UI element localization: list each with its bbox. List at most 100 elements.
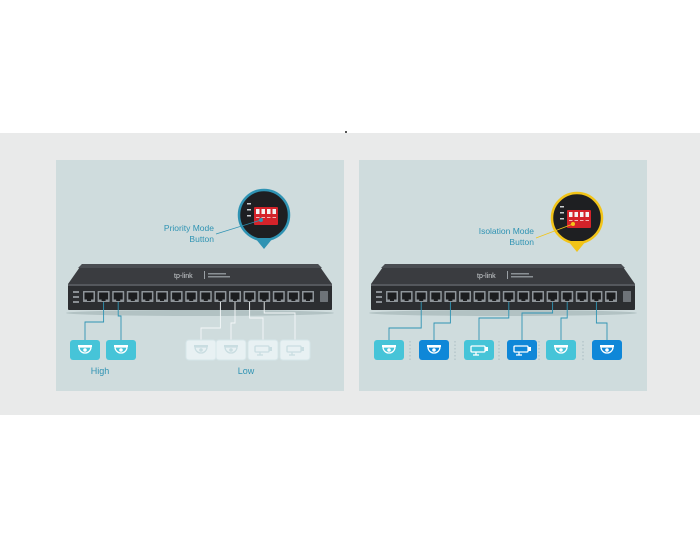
callout-leader-dot	[259, 218, 263, 222]
status-led	[73, 291, 79, 293]
dome-shell	[194, 346, 208, 354]
dip-number-mark	[585, 220, 589, 221]
center-dot	[345, 131, 347, 133]
priority-mode-diagram: tp-link	[66, 188, 334, 361]
port-latch	[276, 299, 281, 301]
port-socket	[533, 292, 543, 300]
port-latch	[306, 299, 310, 301]
port-socket	[288, 292, 298, 300]
port-latch	[404, 299, 409, 301]
dome-shell	[382, 346, 396, 354]
switch-top	[371, 264, 635, 284]
dip-number-mark	[580, 220, 584, 221]
ethernet-cable	[478, 302, 510, 340]
dome-base	[427, 345, 441, 347]
dome-camera-icon	[224, 345, 238, 354]
dome-lens	[432, 348, 436, 352]
ethernet-cable	[595, 302, 608, 340]
port-socket	[489, 292, 499, 300]
camera-device	[185, 339, 217, 361]
sfp-slot	[623, 291, 631, 302]
bullet-lens	[301, 347, 304, 351]
port-latch	[262, 299, 267, 301]
callout-leader-dot	[571, 222, 575, 226]
port-socket	[431, 292, 441, 300]
dome-lens	[199, 348, 203, 352]
ethernet-cable	[263, 302, 296, 340]
port-socket	[274, 292, 284, 300]
switch-top	[68, 264, 332, 284]
port-socket	[99, 292, 109, 300]
port-socket	[416, 292, 426, 300]
device-tile	[464, 340, 494, 360]
dip-toggle	[256, 209, 260, 214]
port-latch	[448, 299, 453, 301]
ethernet-cable	[200, 302, 221, 340]
port-socket	[475, 292, 485, 300]
bullet-lens	[269, 347, 272, 351]
ethernet-cable	[521, 302, 554, 340]
network-switch: tp-link	[66, 264, 334, 316]
dip-toggle	[569, 212, 573, 217]
logo-divider	[204, 271, 205, 279]
port-socket	[402, 292, 412, 300]
port-socket	[504, 292, 514, 300]
port-socket	[84, 292, 94, 300]
callout-leader-line	[215, 219, 262, 235]
switch-front-edge	[371, 284, 635, 286]
port-socket	[518, 292, 528, 300]
dome-lens	[229, 348, 233, 352]
ethernet-cable	[560, 302, 568, 340]
dome-lens	[559, 348, 563, 352]
port-latch	[174, 299, 179, 301]
dome-lens	[605, 348, 609, 352]
port-latch	[203, 299, 208, 301]
port-socket	[245, 292, 255, 300]
port-latch	[291, 299, 296, 301]
dip-label-mark	[247, 203, 251, 205]
ethernet-cable	[117, 302, 122, 340]
port-latch	[536, 299, 540, 301]
dip-number-mark	[574, 220, 578, 221]
dip-toggle	[272, 209, 276, 214]
port-latch	[550, 299, 555, 301]
port-socket	[259, 292, 269, 300]
camera-device	[464, 340, 494, 360]
port-socket	[142, 292, 152, 300]
port-socket	[128, 292, 138, 300]
dome-base	[600, 345, 614, 347]
port-socket	[113, 292, 123, 300]
bullet-camera-icon	[254, 345, 272, 356]
bullet-lens	[485, 347, 488, 351]
ethernet-cable	[230, 302, 236, 340]
port-socket	[201, 292, 211, 300]
port-latch	[87, 299, 91, 301]
switch-shadow	[66, 310, 334, 316]
dip-number-mark	[256, 217, 260, 218]
bullet-camera-icon	[286, 345, 304, 356]
dome-camera-icon	[382, 345, 396, 354]
callout-pointer	[568, 241, 586, 252]
model-text-line	[208, 273, 226, 275]
port-latch	[579, 299, 584, 301]
dome-shell	[600, 346, 614, 354]
port-latch	[390, 299, 394, 301]
port-latch	[247, 299, 252, 301]
port-latch	[189, 299, 194, 301]
port-socket	[157, 292, 167, 300]
switch-logo: tp-link	[477, 273, 496, 280]
high-priority-label: High	[90, 366, 110, 376]
dome-camera-icon	[554, 345, 568, 354]
dome-lens	[119, 348, 123, 352]
callout-leader-line	[535, 223, 574, 239]
port-socket	[230, 292, 240, 300]
ethernet-cable	[84, 302, 105, 340]
port-latch	[130, 299, 135, 301]
status-led	[73, 301, 79, 303]
switch-top-highlight	[381, 264, 625, 268]
bullet-camera-icon	[513, 345, 531, 356]
dip-toggle	[580, 212, 584, 217]
model-text-line	[511, 273, 529, 275]
callout-pointer	[255, 238, 273, 249]
low-priority-label: Low	[237, 366, 255, 376]
